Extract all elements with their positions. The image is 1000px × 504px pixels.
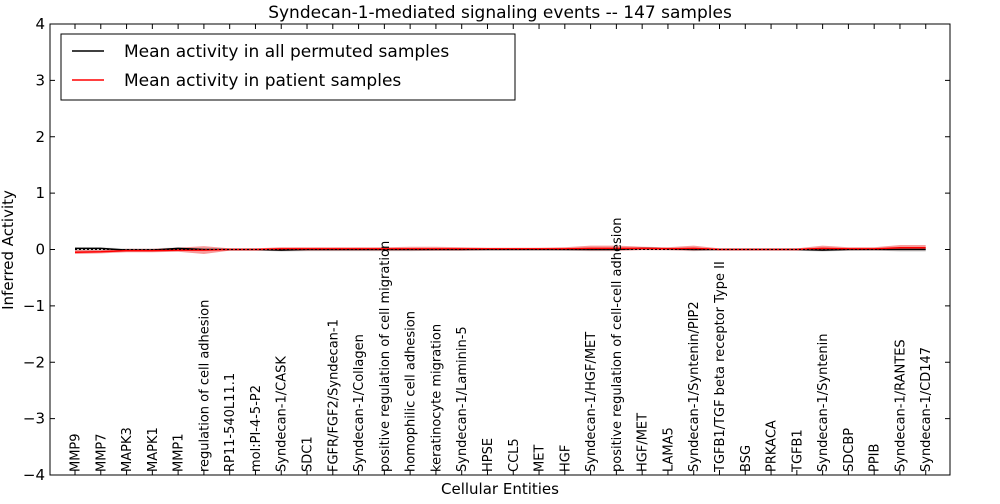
x-tick-label: Syndecan-1/Syntenin	[816, 334, 831, 473]
x-axis: MMP9 MMP7 MAPK3 MAPK1 MMP1 regulation of cell…	[69, 24, 934, 475]
x-tick-label: SDC1	[301, 436, 316, 472]
x-tick-label: TGFB1/TGF beta receptor Type II	[713, 261, 728, 473]
x-tick-label: Syndecan-1/RANTES	[894, 339, 909, 472]
y-tick-label: 0	[35, 241, 45, 259]
x-tick-label: HPSE	[481, 438, 496, 472]
x-tick-label: MET	[533, 445, 548, 472]
x-tick-label: positive regulation of cell-cell adhesio…	[610, 217, 625, 472]
x-tick-label: PRKACA	[765, 420, 780, 472]
y-tick-label: −1	[23, 297, 45, 315]
x-tick-label: PPIB	[868, 444, 883, 472]
legend-label-0: Mean activity in all permuted samples	[124, 42, 449, 62]
y-axis: −4 −3 −2 −1 0 1 2 3 4	[23, 15, 950, 484]
y-tick-label: −2	[23, 353, 45, 371]
x-tick-label: keratinocyte migration	[429, 324, 444, 472]
x-tick-label: Syndecan-1/CASK	[275, 356, 290, 472]
x-tick-label: regulation of cell adhesion	[197, 300, 212, 472]
x-axis-label: Cellular Entities	[441, 480, 559, 498]
y-tick-label: −4	[23, 466, 45, 484]
x-tick-label: HGF/MET	[636, 413, 651, 472]
legend-label-1: Mean activity in patient samples	[124, 71, 401, 91]
x-tick-label: Syndecan-1/CD147	[919, 347, 934, 472]
x-tick-label: MAPK3	[120, 427, 135, 472]
x-tick-label: MAPK1	[146, 427, 161, 472]
x-tick-label: MMP7	[94, 433, 109, 472]
y-tick-label: 2	[35, 128, 45, 146]
x-tick-label: Syndecan-1/Laminin-5	[455, 326, 470, 472]
y-tick-label: 3	[35, 71, 45, 89]
x-tick-label: BSG	[739, 445, 754, 472]
x-tick-label: MMP9	[69, 433, 84, 472]
x-tick-label: CCL5	[507, 438, 522, 472]
x-tick-label: positive regulation of cell migration	[378, 241, 393, 472]
y-tick-label: 1	[35, 184, 45, 202]
x-tick-label: RP11-540L11.1	[223, 373, 238, 472]
x-tick-label: TGFB1	[790, 429, 805, 473]
chart-title: Syndecan-1-mediated signaling events -- …	[268, 3, 732, 23]
x-tick-label: HGF	[558, 445, 573, 472]
x-tick-label: Syndecan-1/HGF/MET	[584, 332, 599, 472]
x-tick-label: mol:PI-4-5-P2	[249, 385, 264, 472]
x-tick-label: LAMA5	[661, 427, 676, 472]
x-tick-label: SDCBP	[842, 428, 857, 472]
x-tick-label: Syndecan-1/Syntenin/PIP2	[687, 301, 702, 472]
legend-box	[60, 33, 516, 101]
x-tick-label: FGFR/FGF2/Syndecan-1	[326, 319, 341, 472]
x-tick-label: MMP1	[172, 433, 187, 472]
y-tick-label: 4	[35, 15, 45, 33]
legend: Mean activity in all permuted samplesMea…	[60, 33, 516, 101]
x-tick-label: Syndecan-1/Collagen	[352, 334, 367, 472]
y-axis-label: Inferred Activity	[0, 190, 17, 310]
y-tick-label: −3	[23, 410, 45, 428]
x-tick-label: homophilic cell adhesion	[404, 311, 419, 472]
